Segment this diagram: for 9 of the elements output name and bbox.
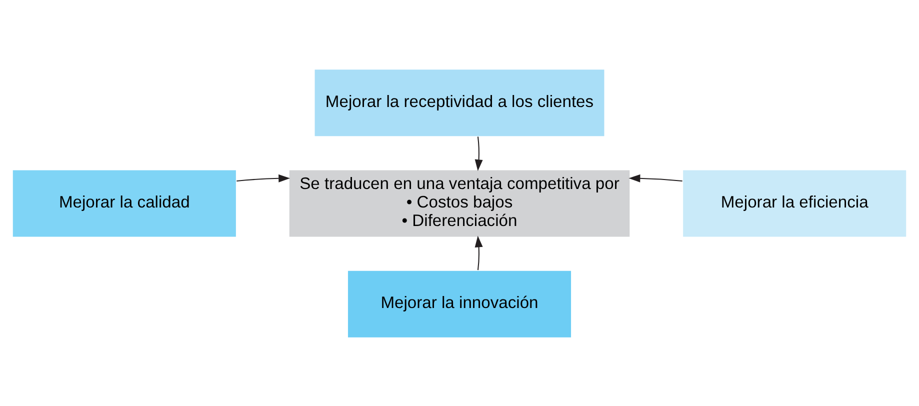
node-box: Mejorar la receptividad a los clientes <box>314 68 606 137</box>
node-box: Se traducen en una ventaja competitiva por • Costos bajos • Diferenciación <box>288 168 631 238</box>
arrow <box>236 174 290 182</box>
arrow <box>474 235 483 270</box>
node-box: Mejorar la innovación <box>346 269 572 338</box>
node-box: Mejorar la calidad <box>12 168 237 238</box>
node-box: Mejorar la eficiencia <box>682 168 908 238</box>
arrow <box>474 136 483 170</box>
arrow <box>628 174 682 182</box>
